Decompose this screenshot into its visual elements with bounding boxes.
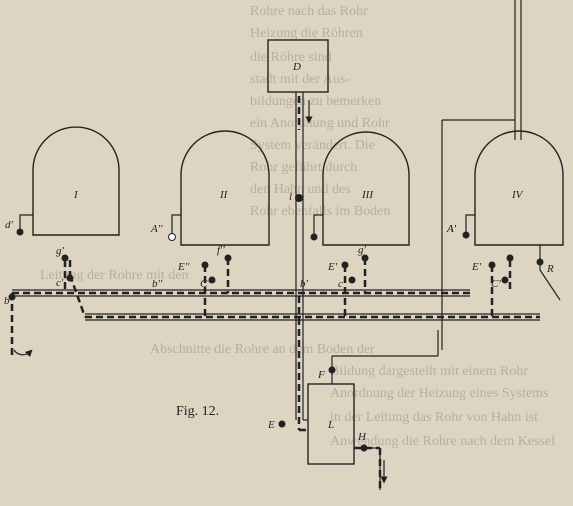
background-text: System verändert. Die (250, 138, 375, 153)
valve-label: A' (446, 223, 457, 235)
valve (61, 254, 69, 262)
valve-label: b' (300, 278, 309, 290)
figure-caption: Fig. 12. (176, 404, 220, 419)
background-text: Leitung der Rohre mit den (40, 268, 189, 283)
valve (310, 233, 318, 241)
valves (8, 194, 544, 452)
valve-label: d' (5, 219, 14, 231)
valve-label: l (289, 191, 292, 203)
valve-label: F (317, 369, 325, 381)
valve-label: b'' (152, 278, 163, 290)
tank-D (267, 39, 329, 93)
background-text: Abschnitte die Rohre an dem Boden der (150, 342, 375, 357)
valve (341, 261, 349, 269)
valve-label: E' (471, 261, 482, 273)
background-text: Rohr ebenfalls im Boden (250, 204, 391, 219)
valve-label: R (546, 263, 554, 275)
dashed-pipes (10, 96, 540, 490)
tank-label: L (327, 419, 334, 431)
tank-L (307, 383, 355, 465)
valve-label: c' (56, 277, 64, 289)
vessel-label: IV (511, 189, 524, 201)
valve (295, 194, 303, 202)
main-pipes (12, 0, 540, 490)
valve (360, 444, 368, 452)
background-text: Rohre nach das Rohr (250, 4, 368, 19)
valve (506, 254, 514, 262)
valve (168, 233, 176, 241)
vessel-label: III (361, 189, 374, 201)
background-text: Bildung dargestellt mit einem Rohr (330, 364, 529, 379)
tank-label: D (292, 61, 301, 73)
valve (8, 293, 16, 301)
valve-label: E'' (177, 261, 190, 273)
background-text: bildungen zu bemerken (250, 94, 382, 109)
background-text: Anwendung die Rohre nach dem Kessel (330, 434, 556, 449)
background-text: Rohr geführt durch (250, 160, 358, 175)
valve-label: c' (338, 278, 346, 290)
valve-label: g' (358, 244, 367, 256)
background-text: die Röhre sind (250, 50, 332, 65)
valve (201, 261, 209, 269)
vessel-II (180, 130, 270, 246)
flow-arrows (13, 100, 388, 484)
valve-label: E' (327, 261, 338, 273)
background-text: Anordnung der Heizung eines Systems (330, 386, 549, 401)
valve (462, 231, 470, 239)
valve (208, 276, 216, 284)
valve (278, 420, 286, 428)
valve (16, 228, 24, 236)
valve-label: b' (4, 295, 13, 307)
valve-label: C' (491, 278, 501, 290)
valve-label: f'' (217, 244, 225, 256)
valve (361, 254, 369, 262)
background-text: den Hahn und des (250, 182, 351, 197)
valve-label: g' (56, 245, 65, 257)
valve (224, 254, 232, 262)
vessel-III (322, 131, 410, 246)
valve (348, 276, 356, 284)
vessel-label: II (219, 189, 229, 201)
background-text: stadt mit der Aus- (250, 72, 350, 87)
valve-label: H (357, 431, 367, 443)
vessel-label: I (73, 189, 79, 201)
background-text: Heizung die Röhren (250, 26, 363, 41)
valve (66, 274, 74, 282)
valve-label: C'' (200, 278, 213, 290)
vessel-I (32, 126, 120, 236)
background-text: in der Leitung das Rohr von Hahn ist (330, 410, 539, 425)
vessel-IV (474, 130, 564, 246)
valve-label: A'' (150, 223, 163, 235)
valve (501, 276, 509, 284)
valve (488, 261, 496, 269)
valve-label: E (267, 419, 275, 431)
side-connectors (19, 214, 561, 301)
background-text: ein Anordnung und Rohr (250, 116, 390, 131)
valve (328, 366, 336, 374)
valve-label: A' (446, 223, 457, 235)
valve (536, 258, 544, 266)
